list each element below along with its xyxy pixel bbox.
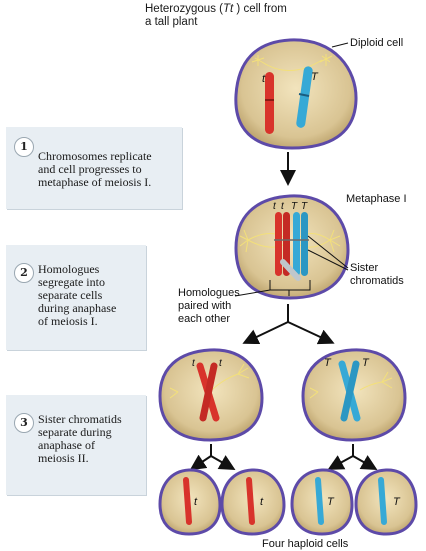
- daughter-cell-left: [158, 348, 264, 442]
- allele-label-t-top: t: [262, 73, 266, 85]
- chromatid-t-1: [275, 212, 282, 276]
- step-3-text: Sister chromatids separate during anapha…: [38, 412, 122, 465]
- chromosome-T-blue: [296, 66, 313, 128]
- allele-t-meta-2: t: [281, 201, 285, 212]
- haploid-cell-3: [290, 468, 354, 536]
- chromatid-T-2: [301, 212, 308, 276]
- arrow-to-haploid-1: [189, 454, 212, 471]
- metaphase-label: Metaphase I: [346, 193, 407, 205]
- header-title: Heterozygous (Tt ) cell from a tall plan…: [145, 3, 287, 29]
- sister-chromatids-label: Sister chromatids: [350, 262, 404, 287]
- metaphase-cell: [234, 194, 350, 300]
- header-line1-suffix: ) cell from: [233, 3, 287, 15]
- haploid-cell-1: [158, 468, 222, 536]
- arrow-to-left-daughter: [242, 321, 289, 345]
- step-2-text: Homologues segregate into separate cells…: [38, 262, 117, 328]
- step-3-box: 3 Sister chromatids separate during anap…: [6, 395, 146, 495]
- four-haploid-label: Four haploid cells: [262, 538, 349, 550]
- header-line2: a tall plant: [145, 16, 198, 28]
- chromosome-t-red: [265, 72, 274, 134]
- allele-T-meta-2: T: [301, 201, 308, 212]
- allele-t-haploid-1: t: [194, 496, 198, 508]
- step-1-box: 1 Chromosomes replicate and cell progres…: [6, 127, 182, 209]
- spindle-fibers-left-daughter: [169, 363, 250, 399]
- diploid-cell-label: Diploid cell: [350, 37, 403, 49]
- chromatid-T-1: [293, 212, 300, 276]
- step-1-text: Chromosomes replicate and cell progresse…: [38, 149, 152, 189]
- sister-chromatids-line-1: Sister: [350, 262, 378, 274]
- haploid-cell-4: [354, 468, 418, 536]
- allele-t-haploid-2: t: [260, 496, 264, 508]
- spindle-fibers: [251, 54, 333, 71]
- haploid-cell-2: [220, 468, 286, 536]
- header-genotype: Tt: [222, 3, 234, 15]
- step-2-number: 2: [14, 263, 34, 283]
- arrow-to-haploid-2: [210, 455, 236, 470]
- spindle-fibers-right-daughter: [309, 371, 393, 399]
- header-line1-prefix: Heterozygous (: [145, 3, 223, 15]
- allele-T-right-1: T: [324, 357, 332, 369]
- homologues-bracket: [269, 280, 311, 291]
- daughter-cell-right: [301, 348, 407, 442]
- diploid-cell: [234, 38, 358, 150]
- allele-t-left-2: t: [219, 358, 223, 369]
- homologues-line-1: Homologues: [178, 287, 240, 299]
- allele-t-left-1: t: [192, 358, 196, 369]
- step-1-number: 1: [14, 137, 34, 157]
- allele-T-haploid-4: T: [393, 496, 401, 508]
- allele-T-right-2: T: [362, 357, 370, 369]
- spindle-fibers-metaphase: [239, 229, 341, 253]
- arrow-to-right-daughter: [287, 321, 335, 345]
- allele-T-haploid-3: T: [327, 496, 335, 508]
- arrow-to-haploid-3: [327, 455, 354, 470]
- step-2-box: 2 Homologues segregate into separate cel…: [6, 245, 146, 350]
- homologues-label: Homologues paired with each other: [178, 287, 243, 325]
- step-3-number: 3: [14, 413, 34, 433]
- allele-label-T-top: T: [311, 71, 319, 83]
- arrow-to-haploid-4: [352, 455, 378, 470]
- chromatid-left-b: [199, 362, 218, 422]
- chromatid-right-b: [340, 360, 360, 422]
- homologues-line-3: each other: [178, 313, 230, 325]
- allele-T-meta-1: T: [291, 201, 298, 212]
- homologues-line-2: paired with: [178, 300, 231, 312]
- sister-chromatids-line-2: chromatids: [350, 275, 404, 287]
- allele-t-meta-1: t: [273, 201, 277, 212]
